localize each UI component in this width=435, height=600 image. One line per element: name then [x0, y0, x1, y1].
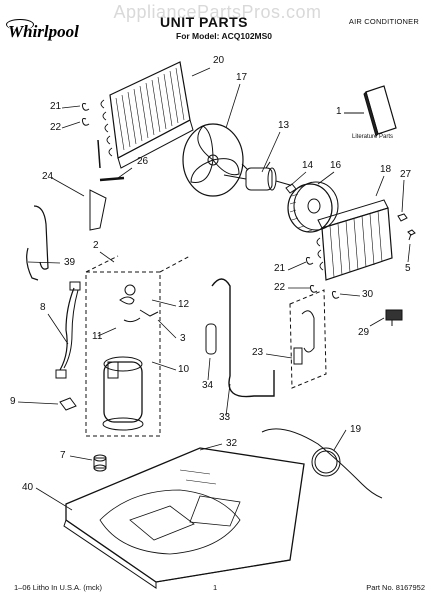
brand-logo: Whirlpool — [6, 19, 79, 42]
watermark: AppliancePartsPros.com — [113, 2, 322, 22]
callout-13: 13 — [278, 120, 290, 131]
reversing-valve-drawing — [289, 289, 327, 389]
clamp-9-drawing — [59, 397, 77, 411]
base-pan-drawing — [63, 447, 305, 589]
condenser-coil — [97, 61, 194, 169]
tube-insulation-drawing — [205, 323, 217, 355]
callout-1: 1 — [336, 106, 342, 117]
callout-29: 29 — [358, 327, 370, 338]
clip-right-21-22 — [305, 257, 318, 293]
callout-18: 18 — [380, 164, 392, 175]
callout-21-left: 21 — [50, 101, 62, 112]
callout-5: 5 — [405, 263, 411, 274]
callout-17: 17 — [236, 72, 248, 83]
footer-litho: 1–06 Litho In U.S.A. (mck) — [14, 583, 102, 592]
grommet-drawing — [93, 454, 107, 472]
literature-parts-label: Literature Parts — [352, 134, 394, 140]
callout-21-right: 21 — [274, 263, 286, 274]
callout-19: 19 — [350, 424, 362, 435]
callout-40: 40 — [22, 482, 34, 493]
callout-39: 39 — [64, 257, 76, 268]
callout-23: 23 — [252, 347, 264, 358]
callout-27: 27 — [400, 169, 412, 180]
screw-5-drawing — [407, 229, 416, 241]
discharge-tube-drawing — [211, 278, 275, 398]
clip-left-21-22 — [81, 103, 90, 126]
callout-33: 33 — [219, 412, 231, 423]
leader-lines — [17, 67, 411, 511]
literature-booklet-drawing — [363, 85, 397, 137]
callout-10: 10 — [178, 364, 190, 375]
callout-32: 32 — [226, 438, 238, 449]
compressor-drawing — [102, 284, 159, 431]
footer-page-number: 1 — [213, 583, 218, 592]
callout-26: 26 — [137, 156, 149, 167]
callout-9: 9 — [10, 396, 16, 407]
callout-12: 12 — [178, 299, 190, 310]
callout-30: 30 — [362, 289, 374, 300]
capillary-tube-drawing — [261, 428, 383, 499]
fan-blade-drawing — [182, 123, 244, 197]
evaporator-drawing — [316, 199, 393, 281]
wire-harness-drawing — [55, 281, 81, 379]
callout-24: 24 — [42, 171, 54, 182]
callout-8: 8 — [40, 302, 46, 313]
callout-20: 20 — [213, 55, 225, 66]
bracket-24-drawing — [89, 176, 125, 231]
callout-22-right: 22 — [274, 282, 286, 293]
callout-16: 16 — [330, 160, 342, 171]
model-number: For Model: ACQ102MS0 — [176, 31, 273, 41]
footer-part-number: Part No. 8167952 — [366, 583, 425, 592]
nut-27-drawing — [397, 213, 408, 222]
callout-7: 7 — [60, 450, 66, 461]
callout-14: 14 — [302, 160, 314, 171]
callout-3: 3 — [180, 333, 186, 344]
appliance-category: AIR CONDITIONER — [348, 17, 419, 26]
callout-11: 11 — [92, 331, 103, 342]
insulation-strip-drawing — [26, 205, 49, 281]
logo-ring-icon — [6, 19, 34, 30]
callout-22-left: 22 — [50, 122, 62, 133]
callout-34: 34 — [202, 380, 214, 391]
page-title: UNIT PARTS — [160, 14, 248, 30]
callout-2: 2 — [93, 240, 99, 251]
blower-wheel-drawing — [287, 181, 339, 233]
thermostat-drawing — [385, 309, 403, 326]
clip-30-drawing — [331, 291, 340, 299]
fan-motor-drawing — [223, 161, 291, 191]
compressor-box — [85, 255, 191, 437]
